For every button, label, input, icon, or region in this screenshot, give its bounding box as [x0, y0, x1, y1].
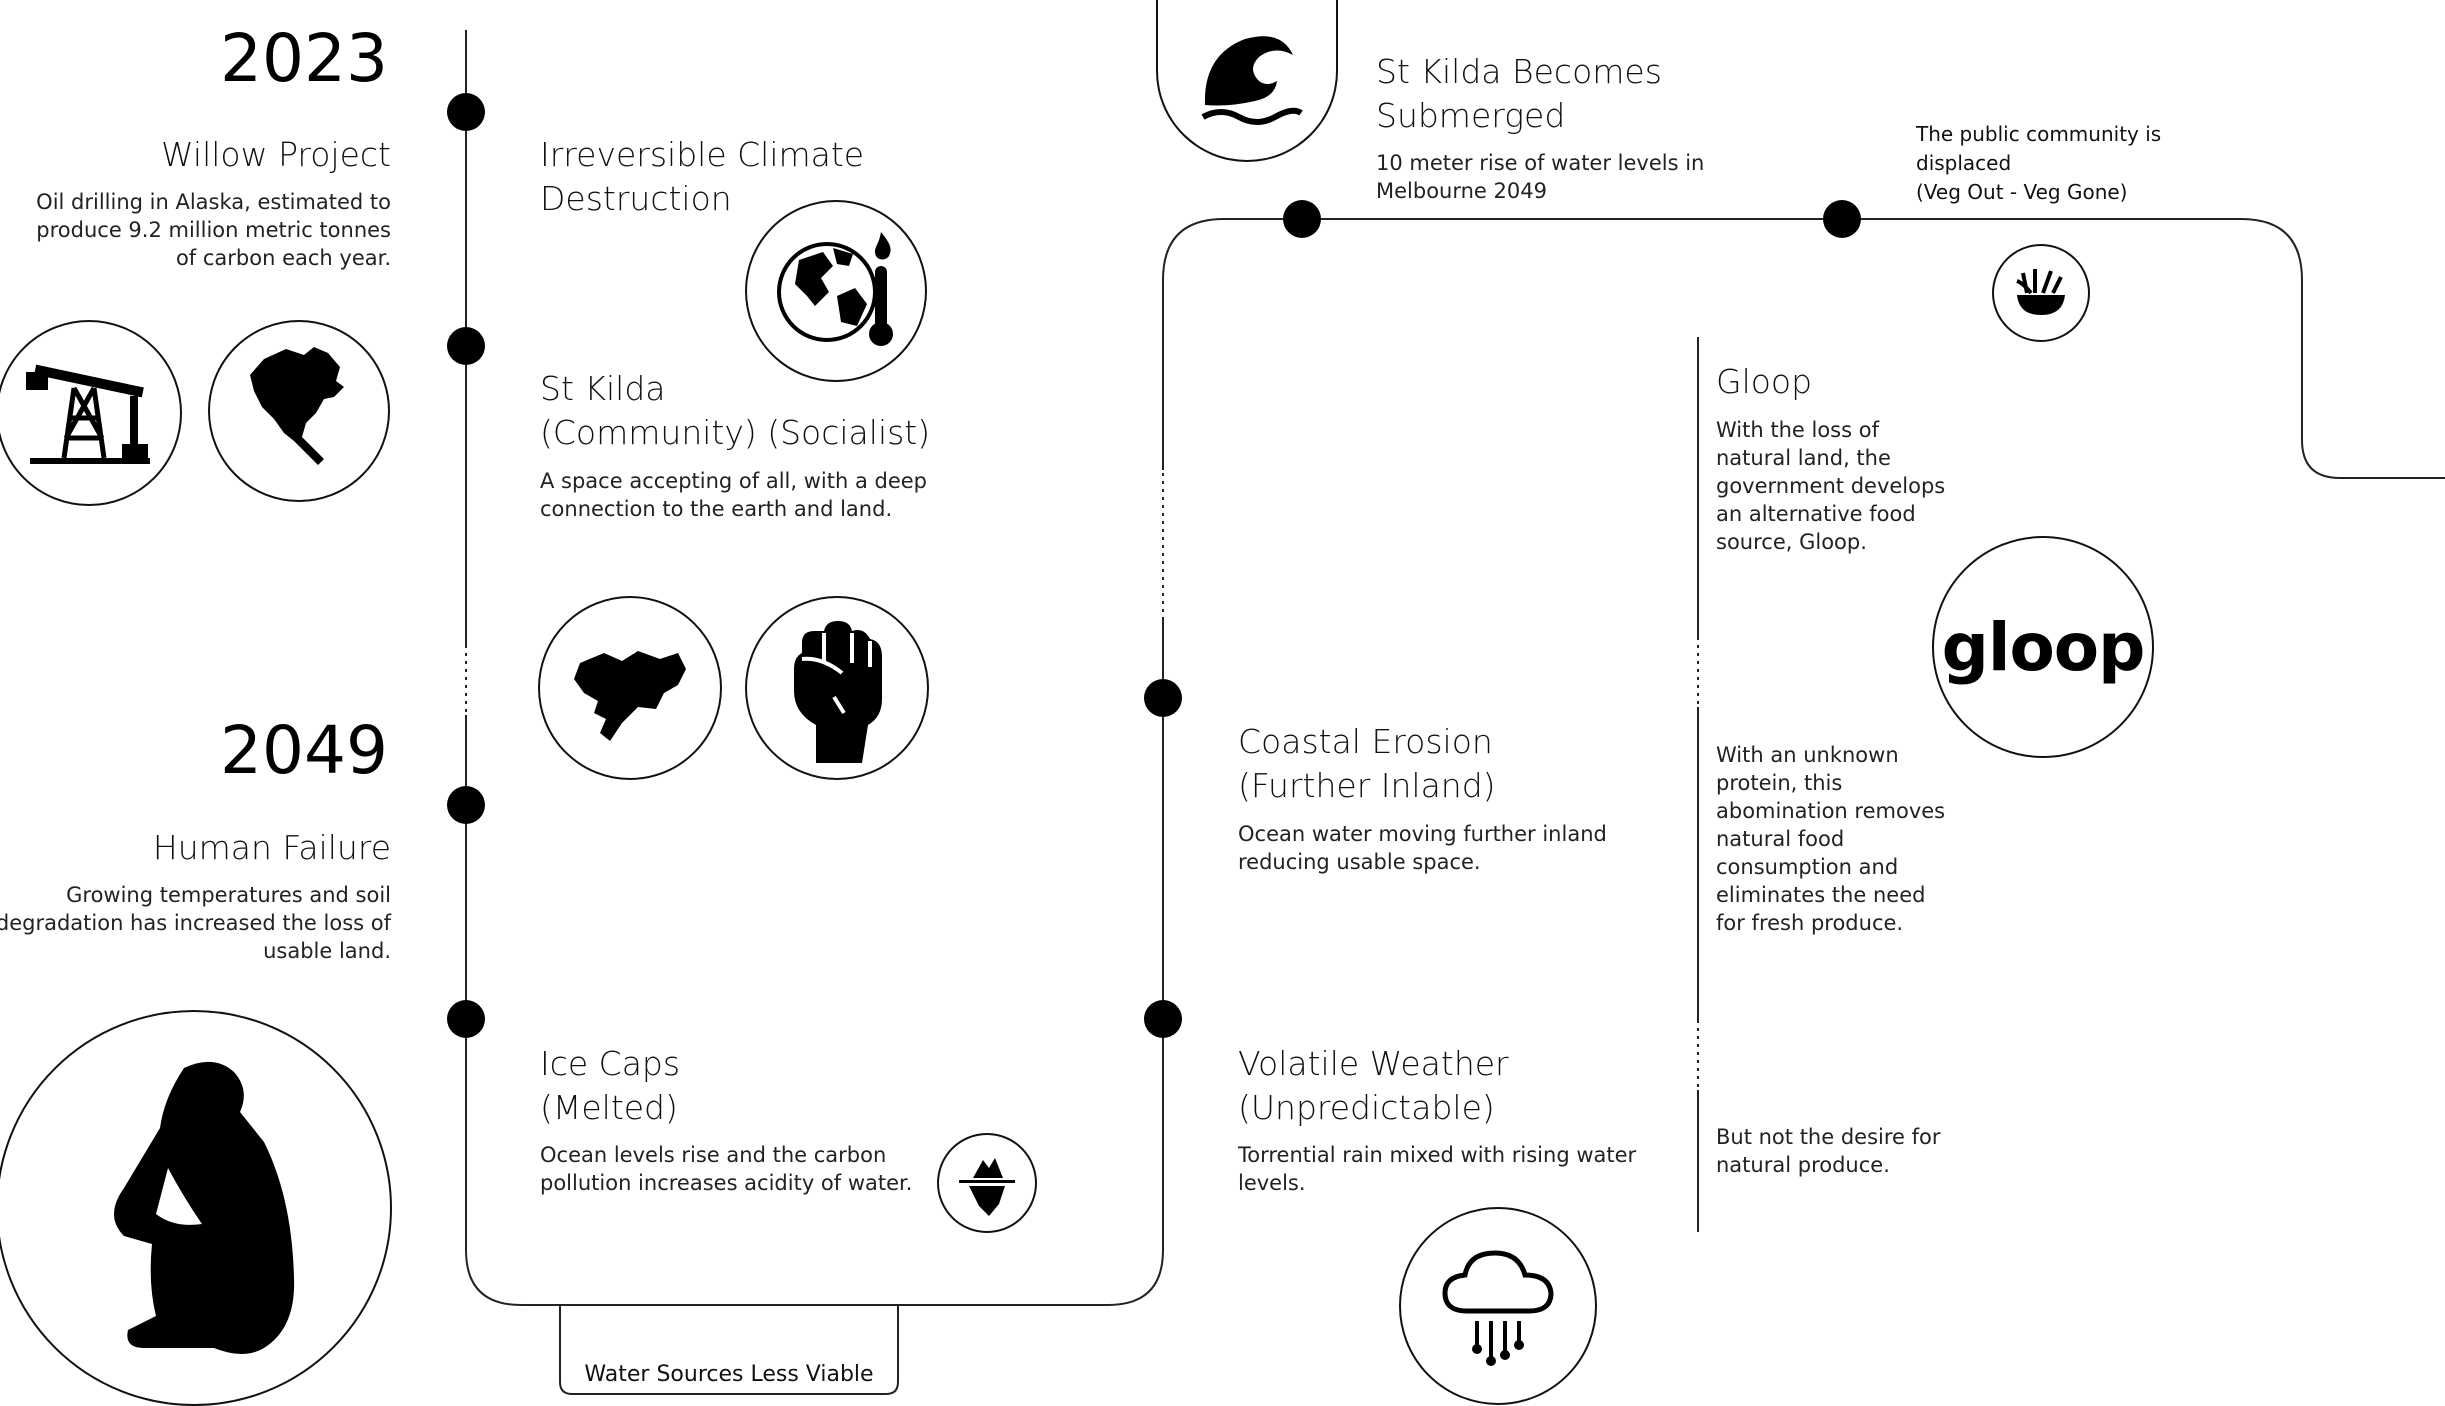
coastal-title: Coastal Erosion (Further Inland)	[1238, 720, 1658, 808]
irreversible-title: Irreversible Climate Destruction	[540, 133, 960, 221]
volatile-title-line2: (Unpredictable)	[1238, 1088, 1495, 1127]
human-failure-title: Human Failure	[152, 828, 391, 867]
stkilda-body: A space accepting of all, with a deep co…	[540, 469, 927, 521]
gloop-body-1: With the loss of natural land, the gover…	[1716, 418, 1946, 554]
ice-caps-body: Ocean levels rise and the carbon polluti…	[540, 1143, 913, 1195]
sitting-person-silhouette-icon	[0, 1010, 392, 1406]
iceberg-icon	[937, 1133, 1037, 1233]
timeline-node-ice-caps	[447, 1000, 485, 1038]
irreversible-title-line1: Irreversible Climate	[540, 135, 865, 174]
timeline-node-coastal	[1144, 679, 1182, 717]
willow-title: Willow Project	[161, 135, 391, 174]
volatile-title: Volatile Weather (Unpredictable)	[1238, 1042, 1658, 1130]
burning-earth-thermometer-icon	[745, 200, 927, 382]
timeline-node-willow	[447, 93, 485, 131]
ice-caps-title-line2: (Melted)	[540, 1088, 678, 1127]
timeline-node-stkilda	[447, 327, 485, 365]
displaced-line2: displaced	[1916, 151, 2012, 175]
oil-derrick-icon	[0, 320, 182, 506]
st-kilda-map-icon	[538, 596, 722, 780]
human-failure-body: Growing temperatures and soil degradatio…	[0, 883, 391, 963]
ocean-wave-icon	[1156, 0, 1338, 162]
stkilda-title-line2: (Community) (Socialist)	[540, 413, 931, 452]
ice-caps-title: Ice Caps (Melted)	[540, 1042, 960, 1130]
willow-body: Oil drilling in Alaska, estimated to pro…	[36, 190, 391, 270]
timeline-node-human-failure	[447, 786, 485, 824]
gloop-logo-text: gloop	[1941, 608, 2146, 686]
storm-cloud-icon	[1399, 1207, 1597, 1405]
ice-caps-title-line1: Ice Caps	[540, 1044, 681, 1083]
displaced-line3: (Veg Out - Veg Gone)	[1916, 180, 2128, 204]
timeline-node-displaced	[1823, 200, 1861, 238]
stkilda-title: St Kilda (Community) (Socialist)	[540, 367, 1000, 455]
coastal-title-line2: (Further Inland)	[1238, 766, 1496, 805]
year-2023: 2023	[220, 20, 388, 97]
gloop-logo: gloop	[1932, 536, 2154, 758]
gloop-body-3: But not the desire for natural produce.	[1716, 1125, 1941, 1177]
volatile-title-line1: Volatile Weather	[1238, 1044, 1509, 1083]
timeline-node-volatile	[1144, 1000, 1182, 1038]
submerged-title-line1: St Kilda Becomes	[1376, 52, 1662, 91]
stkilda-title-line1: St Kilda	[540, 369, 666, 408]
gloop-body-2: With an unknown protein, this abominatio…	[1716, 743, 1946, 935]
submerged-title-line2: Submerged	[1376, 96, 1566, 135]
submerged-body: 10 meter rise of water levels in Melbour…	[1376, 151, 1705, 203]
displaced-line1: The public community is	[1916, 122, 2162, 146]
north-america-map-icon	[208, 320, 390, 502]
irreversible-title-line2: Destruction	[540, 179, 732, 218]
year-2049: 2049	[220, 712, 388, 789]
submerged-title: St Kilda Becomes Submerged	[1376, 50, 1736, 138]
displaced-text: The public community is displaced (Veg O…	[1916, 120, 2216, 207]
coastal-body: Ocean water moving further inland reduci…	[1238, 822, 1607, 874]
timeline-node-submerged	[1283, 200, 1321, 238]
gloop-title: Gloop	[1716, 362, 1813, 401]
vegetable-bowl-icon	[1992, 244, 2090, 342]
raised-fist-icon	[745, 596, 929, 780]
volatile-body: Torrential rain mixed with rising water …	[1238, 1143, 1637, 1195]
coastal-title-line1: Coastal Erosion	[1238, 722, 1493, 761]
water-sources-label: Water Sources Less Viable	[584, 1362, 874, 1387]
